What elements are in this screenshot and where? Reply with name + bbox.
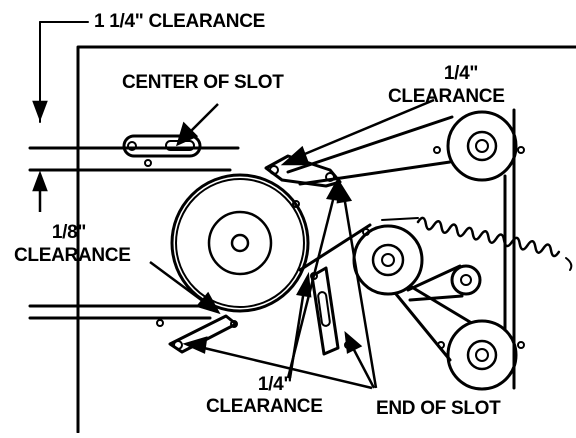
large-pulley-hub <box>207 210 273 276</box>
lower-right-pin-b <box>517 341 525 349</box>
small-idler-outer <box>450 264 482 296</box>
center-of-slot-label: CENTER OF SLOT <box>122 72 284 93</box>
upper-idler-pin <box>292 200 300 208</box>
large-pulley-bore <box>230 233 250 253</box>
right-quarter-clearance-line2: CLEARANCE <box>388 86 505 107</box>
top-clearance-arrow-down <box>32 100 48 122</box>
bottom-quarter-clearance-line2: CLEARANCE <box>206 396 323 417</box>
center-of-slot-arrowhead <box>176 121 199 147</box>
middle-pulley-bore <box>381 253 395 267</box>
small-idler-belt <box>406 264 464 302</box>
middle-pulley-hub <box>371 243 405 277</box>
small-idler-bore <box>460 274 472 286</box>
bottom-quarter-leader-lower <box>288 289 306 379</box>
large-pulley-outer <box>170 173 310 313</box>
spring-hook-left <box>381 217 419 221</box>
lower-right-pulley-hub <box>466 339 498 371</box>
upper-quarter-arrowhead <box>280 145 310 166</box>
lower-right-pulley-outer <box>446 319 518 391</box>
right-quarter-clearance-line1: 1/4" <box>443 63 479 84</box>
middle-pulley-outer <box>352 224 424 296</box>
center-of-slot-leader <box>189 103 219 133</box>
eighth-clearance-line1: 1/8" <box>51 222 87 243</box>
vertical-slot-bracket <box>310 266 340 356</box>
upper-idler-hole-left <box>269 165 279 175</box>
upper-right-pulley-outer <box>446 110 518 182</box>
upper-belt-span-bottom <box>298 160 452 186</box>
vertical-slot <box>317 291 331 327</box>
spring-hook-right <box>565 257 573 271</box>
upper-quarter-leader <box>299 98 435 158</box>
top-clearance-label: 1 1/4" CLEARANCE <box>94 11 266 32</box>
end-slot-arrowhead-left <box>182 336 208 354</box>
eighth-clearance-arrow-up <box>32 170 48 192</box>
lower-right-pulley-bore <box>475 348 489 362</box>
lower-left-bracket-pin-a <box>156 319 164 327</box>
bottom-quarter-clearance-line1: 1/4" <box>257 374 293 395</box>
lower-left-bracket-hole <box>173 340 183 350</box>
upper-right-pin-b <box>517 146 525 154</box>
end-slot-leader-left <box>203 346 373 390</box>
lower-belt-span-a <box>394 292 452 362</box>
upper-right-pin-a <box>433 146 441 154</box>
upper-right-pulley-hub <box>466 130 498 162</box>
end-slot-leader-upper <box>342 195 378 389</box>
eighth-arrowhead <box>195 291 221 315</box>
end-slot-arrowhead-upper <box>336 180 353 204</box>
top-slot-bracket <box>122 134 202 158</box>
middle-belt-span <box>298 223 372 272</box>
end-slot-arrowhead-mid <box>344 330 363 354</box>
end-slot-leader-mid <box>350 345 376 389</box>
upper-belt-span-top <box>286 115 454 174</box>
top-bracket-hole <box>127 141 137 151</box>
upper-right-pulley-bore <box>475 139 489 153</box>
eighth-clearance-line2: CLEARANCE <box>14 245 131 266</box>
lower-belt-span-b <box>408 284 472 324</box>
lower-left-bracket-pin-b <box>230 320 238 328</box>
large-pulley-rim <box>175 178 305 308</box>
tension-spring <box>416 216 561 258</box>
eighth-leader <box>149 260 205 304</box>
frame-outline <box>76 45 576 434</box>
end-of-slot-label: END OF SLOT <box>376 398 501 419</box>
top-bracket-pin <box>144 159 152 167</box>
bottom-quarter-arrowhead-lower <box>296 271 312 298</box>
